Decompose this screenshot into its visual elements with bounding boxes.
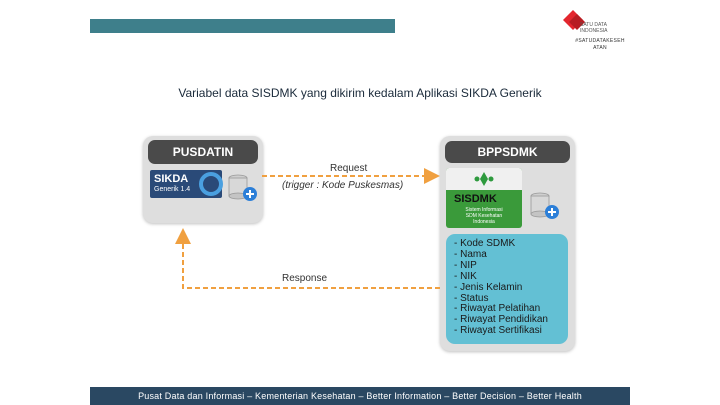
list-item: - NIK xyxy=(454,270,477,282)
list-item: - Kode SDMK xyxy=(454,238,516,249)
request-label: Request xyxy=(330,163,368,174)
sisdmk-logo-icon xyxy=(474,172,494,186)
trigger-label: (trigger : Kode Puskesmas) xyxy=(282,180,404,191)
response-label: Response xyxy=(282,273,328,284)
bppsdmk-header: BPPSDMK xyxy=(445,141,570,163)
footer-bar: Pusat Data dan Informasi – Kementerian K… xyxy=(90,387,630,405)
database-add-icon xyxy=(530,192,559,219)
list-item: - Nama xyxy=(454,248,487,260)
list-item: - Riwayat Pelatihan xyxy=(454,303,541,315)
top-accent-bar xyxy=(90,19,395,33)
hashtag: #SATUDATAKESEH ATAN xyxy=(575,38,625,51)
sisdmk-app-box: SISDMK Sistem Informasi SDM Kesehatan In… xyxy=(446,168,522,228)
list-item: - Status xyxy=(454,292,489,304)
logo-text: SATU DATA INDONESIA xyxy=(580,22,608,34)
satu-data-logo-icon xyxy=(563,10,585,30)
list-item: - Riwayat Pendidikan xyxy=(454,314,548,326)
sisdmk-description: Sistem Informasi SDM Kesehatan Indonesia xyxy=(465,207,503,225)
sisdmk-variable-list: - Kode SDMK - Nama - NIP - NIK - Jenis K… xyxy=(446,234,568,344)
response-arrow xyxy=(175,228,440,289)
slide-title: Variabel data SISDMK yang dikirim kedala… xyxy=(178,86,542,100)
list-item: - NIP xyxy=(454,259,477,271)
list-item: - Riwayat Sertifikasi xyxy=(454,325,542,337)
list-item: - Jenis Kelamin xyxy=(454,281,523,293)
database-add-icon xyxy=(228,174,257,201)
sikda-logo-icon xyxy=(199,172,223,196)
sisdmk-title: SISDMK xyxy=(454,193,497,205)
pusdatin-header: PUSDATIN xyxy=(148,140,258,164)
sikda-version: Generik 1.4 xyxy=(154,186,191,193)
sikda-title: SIKDA xyxy=(154,173,189,185)
